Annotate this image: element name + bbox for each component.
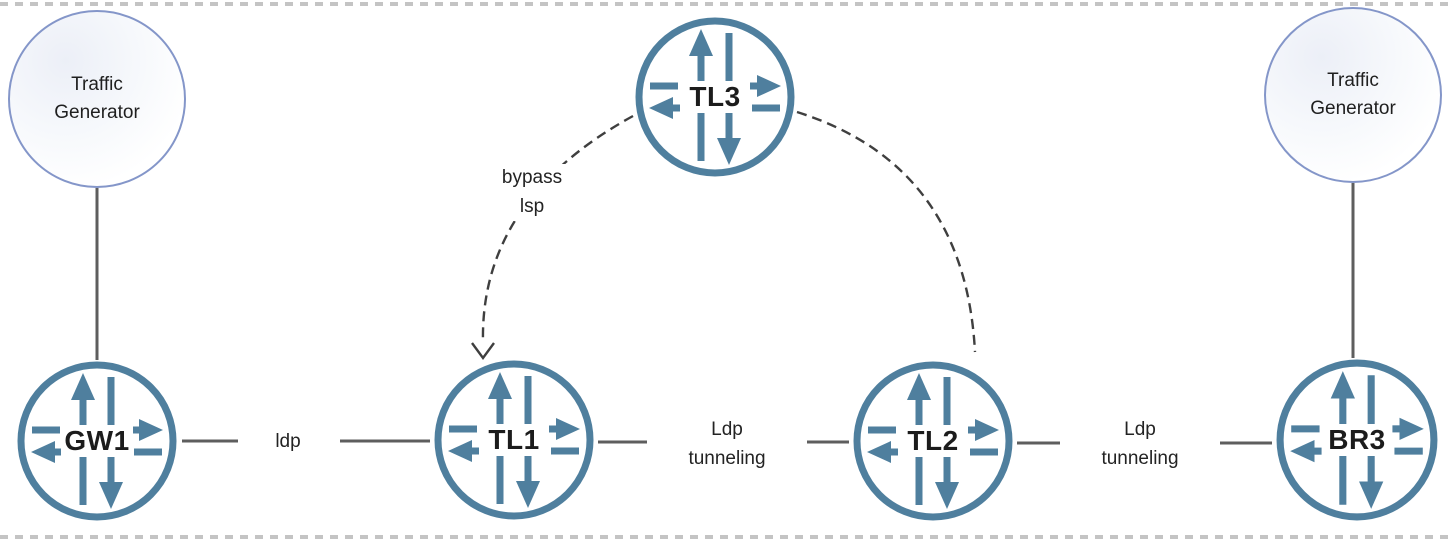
edge-label-ldp-tunneling-1: Ldp tunneling	[647, 416, 807, 473]
router-label: TL3	[686, 81, 744, 113]
node-traffic-generator-left: Traffic Generator	[8, 10, 186, 188]
edge-label-bypass-lsp: bypass lsp	[462, 164, 602, 221]
router-label: TL2	[904, 425, 962, 457]
node-router-tl3: TL3	[632, 14, 798, 180]
traffic-generator-label: Traffic Generator	[54, 73, 140, 124]
solid-connectors	[95, 183, 1355, 445]
bypass-arrowhead-icon	[471, 342, 495, 361]
edge-label-ldp-tunneling-2: Ldp tunneling	[1060, 416, 1220, 473]
node-router-br3: BR3	[1273, 356, 1441, 524]
bypass-curve-tl3-tl2	[796, 110, 977, 353]
bypass-curve-tl3-tl1	[481, 114, 634, 343]
router-label: TL1	[485, 424, 543, 456]
node-router-tl1: TL1	[431, 357, 597, 523]
edge-label-ldp: ldp	[248, 428, 328, 457]
router-label: BR3	[1325, 424, 1389, 456]
node-router-gw1: GW1	[14, 358, 180, 524]
node-router-tl2: TL2	[850, 358, 1016, 524]
node-traffic-generator-right: Traffic Generator	[1264, 7, 1442, 183]
router-label: GW1	[61, 425, 133, 457]
traffic-generator-label: Traffic Generator	[1310, 69, 1396, 120]
